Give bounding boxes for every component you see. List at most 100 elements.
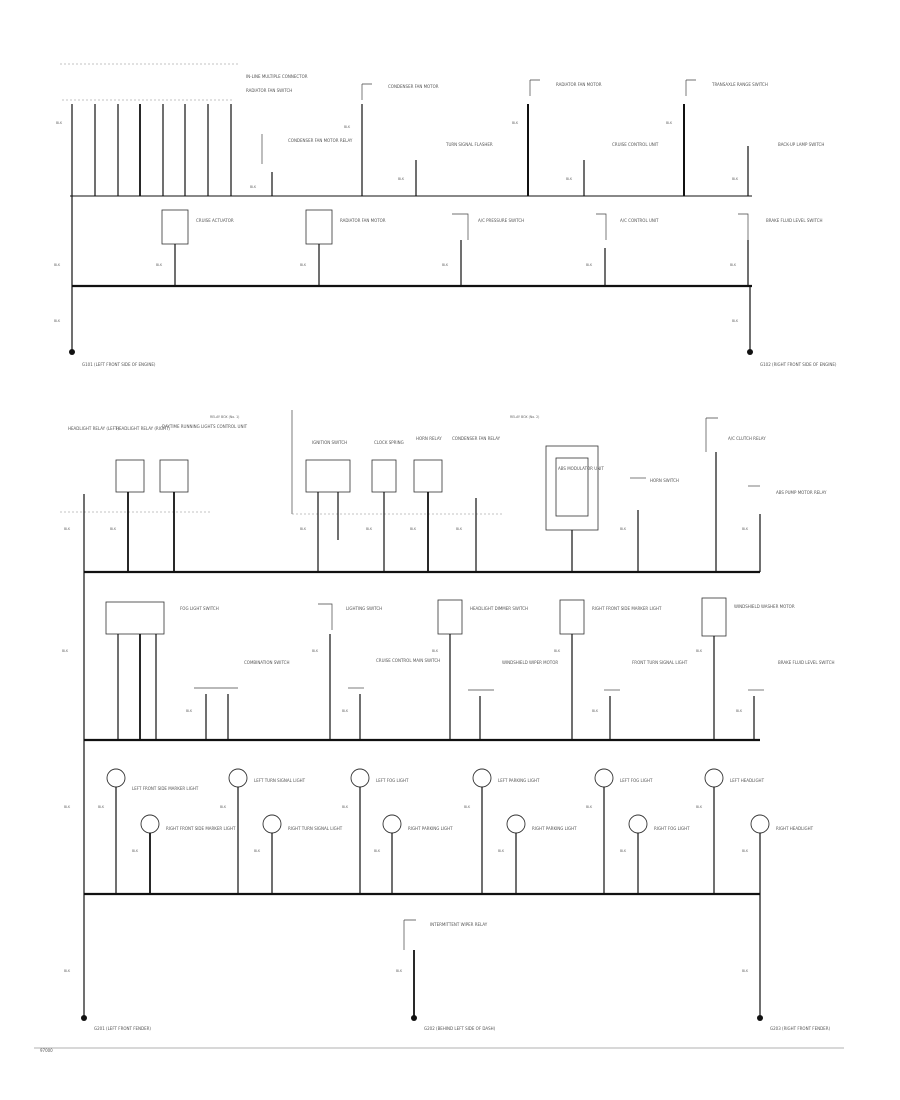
svg-text:BLK: BLK bbox=[54, 263, 61, 267]
p2-r2-label-1: FOG LIGHT SWITCH bbox=[180, 606, 219, 611]
svg-text:BLK: BLK bbox=[312, 649, 319, 653]
ground-g101-label: G101 (LEFT FRONT SIDE OF ENGINE) bbox=[82, 362, 156, 367]
svg-text:BLK: BLK bbox=[54, 319, 61, 323]
p1-mid-label-1: CONDENSER FAN MOTOR RELAY bbox=[288, 138, 353, 143]
lamp-icon bbox=[750, 814, 770, 834]
svg-text:BLK: BLK bbox=[110, 527, 117, 531]
lamp-bottom-label-6: RIGHT HEADLIGHT bbox=[776, 826, 814, 831]
p2-r1-label-6: HORN RELAY bbox=[416, 436, 442, 441]
svg-text:BLK: BLK bbox=[250, 185, 257, 189]
lamp-icon bbox=[106, 768, 126, 788]
ground-g102-icon bbox=[747, 349, 753, 355]
p2-r1-label-8: ABS MODULATOR UNIT bbox=[558, 466, 604, 471]
lamp-icon bbox=[350, 768, 370, 788]
p2-r1-label-4: IGNITION SWITCH bbox=[312, 440, 347, 445]
ground-g203-label: G203 (RIGHT FRONT FENDER) bbox=[770, 1026, 830, 1031]
panel-1: IN-LINE MULTIPLE CONNECTOR CONDENSER FAN… bbox=[54, 63, 837, 367]
panel-2: RELAY BOX (No. 1) RELAY BOX (No. 2) HEAD… bbox=[60, 410, 835, 1031]
lamp-bottom-label-2: RIGHT TURN SIGNAL LIGHT bbox=[288, 826, 343, 831]
p2-r1-label-1: HEADLIGHT RELAY (LEFT) bbox=[68, 426, 119, 431]
svg-text:BLK: BLK bbox=[64, 527, 71, 531]
p2-r1-label-10: A/C CLUTCH RELAY bbox=[728, 436, 766, 441]
relay-box-2-label: RELAY BOX (No. 2) bbox=[510, 415, 539, 419]
top-connector-label: IN-LINE MULTIPLE CONNECTOR bbox=[246, 74, 308, 79]
lamp-icon bbox=[472, 768, 492, 788]
svg-text:BLK: BLK bbox=[730, 263, 737, 267]
svg-text:BLK: BLK bbox=[736, 709, 743, 713]
p1-low-label-3: A/C PRESSURE SWITCH bbox=[478, 218, 524, 223]
p2-r2-label-10: BRAKE FLUID LEVEL SWITCH bbox=[778, 660, 835, 665]
radiator-fan-motor-box bbox=[305, 209, 333, 245]
lamp-icon bbox=[704, 768, 724, 788]
lamp-bottom-label-4: RIGHT PARKING LIGHT bbox=[532, 826, 577, 831]
svg-text:BLK: BLK bbox=[220, 805, 227, 809]
p1-low-label-5: BRAKE FLUID LEVEL SWITCH bbox=[766, 218, 823, 223]
p1-mid-label-3: CRUISE CONTROL UNIT bbox=[612, 142, 659, 147]
ground-g201-icon bbox=[81, 1015, 87, 1021]
p1-low-label-2: RADIATOR FAN MOTOR bbox=[340, 218, 386, 223]
svg-text:BLK: BLK bbox=[592, 709, 599, 713]
ground-g101-icon bbox=[69, 349, 75, 355]
p1-top-label-2: RADIATOR FAN MOTOR bbox=[556, 82, 602, 87]
svg-text:BLK: BLK bbox=[56, 121, 63, 125]
bottom-component-label: INTERMITTENT WIPER RELAY bbox=[430, 922, 488, 927]
lamp-icon bbox=[506, 814, 526, 834]
svg-text:BLK: BLK bbox=[374, 849, 381, 853]
p1-top-label-1: CONDENSER FAN MOTOR bbox=[388, 84, 439, 89]
lamp-top-label-2: LEFT TURN SIGNAL LIGHT bbox=[254, 778, 306, 783]
svg-text:BLK: BLK bbox=[342, 709, 349, 713]
svg-text:BLK: BLK bbox=[64, 969, 71, 973]
svg-text:BLK: BLK bbox=[456, 527, 463, 531]
p2-r1-label-2: HEADLIGHT RELAY (RIGHT) bbox=[116, 426, 170, 431]
svg-text:BLK: BLK bbox=[442, 263, 449, 267]
p2-r1-label-11: ABS PUMP MOTOR RELAY bbox=[776, 490, 827, 495]
ground-g102-label: G102 (RIGHT FRONT SIDE OF ENGINE) bbox=[760, 362, 837, 367]
multi-pin-drops bbox=[71, 104, 232, 196]
lamp-icon bbox=[382, 814, 402, 834]
lamp-icon bbox=[628, 814, 648, 834]
p1-mid-label-4: BACK-UP LAMP SWITCH bbox=[778, 142, 824, 147]
svg-text:BLK: BLK bbox=[254, 849, 261, 853]
lamp-top-label-6: LEFT HEADLIGHT bbox=[730, 778, 765, 783]
p1-top-label-4: RADIATOR FAN SWITCH bbox=[246, 88, 292, 93]
svg-text:BLK: BLK bbox=[432, 649, 439, 653]
p1-low-label-4: A/C CONTROL UNIT bbox=[620, 218, 659, 223]
svg-text:BLK: BLK bbox=[566, 177, 573, 181]
lamp-bottom-label-5: RIGHT FOG LIGHT bbox=[654, 826, 690, 831]
p2-r2-label-3: LIGHTING SWITCH bbox=[346, 606, 382, 611]
svg-text:BLK: BLK bbox=[512, 121, 519, 125]
svg-text:BLK: BLK bbox=[186, 709, 193, 713]
svg-text:BLK: BLK bbox=[132, 849, 139, 853]
p2-r2-label-7: RIGHT FRONT SIDE MARKER LIGHT bbox=[592, 606, 662, 611]
p2-r2-label-2: COMBINATION SWITCH bbox=[244, 660, 289, 665]
svg-text:BLK: BLK bbox=[742, 849, 749, 853]
svg-text:BLK: BLK bbox=[366, 527, 373, 531]
p2-r2-label-5: HEADLIGHT DIMMER SWITCH bbox=[470, 606, 528, 611]
combination-switch-box bbox=[105, 601, 165, 635]
p2-r1-label-3: DAYTIME RUNNING LIGHTS CONTROL UNIT bbox=[162, 424, 248, 429]
svg-text:BLK: BLK bbox=[696, 649, 703, 653]
svg-text:BLK: BLK bbox=[620, 527, 627, 531]
p2-r2-label-8: FRONT TURN SIGNAL LIGHT bbox=[632, 660, 688, 665]
lamp-icon bbox=[262, 814, 282, 834]
svg-text:BLK: BLK bbox=[410, 527, 417, 531]
p2-r2-label-9: WINDSHIELD WASHER MOTOR bbox=[734, 604, 795, 609]
lamp-bottom-label-3: RIGHT PARKING LIGHT bbox=[408, 826, 453, 831]
p2-r1-label-5: CLOCK SPRING bbox=[374, 440, 404, 445]
lamp-icon bbox=[140, 814, 160, 834]
lamp-bottom-label-1: RIGHT FRONT SIDE MARKER LIGHT bbox=[166, 826, 236, 831]
svg-text:BLK: BLK bbox=[742, 527, 749, 531]
p1-low-label-1: CRUISE ACTUATOR bbox=[196, 218, 234, 223]
ground-g202-label: G202 (BEHIND LEFT SIDE OF DASH) bbox=[424, 1026, 496, 1031]
p2-r2-label-6: WINDSHIELD WIPER MOTOR bbox=[502, 660, 558, 665]
svg-text:BLK: BLK bbox=[696, 805, 703, 809]
lamp-top-label-1: LEFT FRONT SIDE MARKER LIGHT bbox=[132, 786, 199, 791]
svg-text:BLK: BLK bbox=[398, 177, 405, 181]
svg-text:BLK: BLK bbox=[396, 969, 403, 973]
ground-g201-label: G201 (LEFT FRONT FENDER) bbox=[94, 1026, 151, 1031]
svg-text:BLK: BLK bbox=[586, 805, 593, 809]
svg-text:BLK: BLK bbox=[666, 121, 673, 125]
cruise-actuator-box bbox=[161, 209, 189, 245]
relay-box-1-label: RELAY BOX (No. 1) bbox=[210, 415, 239, 419]
ground-g203-icon bbox=[757, 1015, 763, 1021]
